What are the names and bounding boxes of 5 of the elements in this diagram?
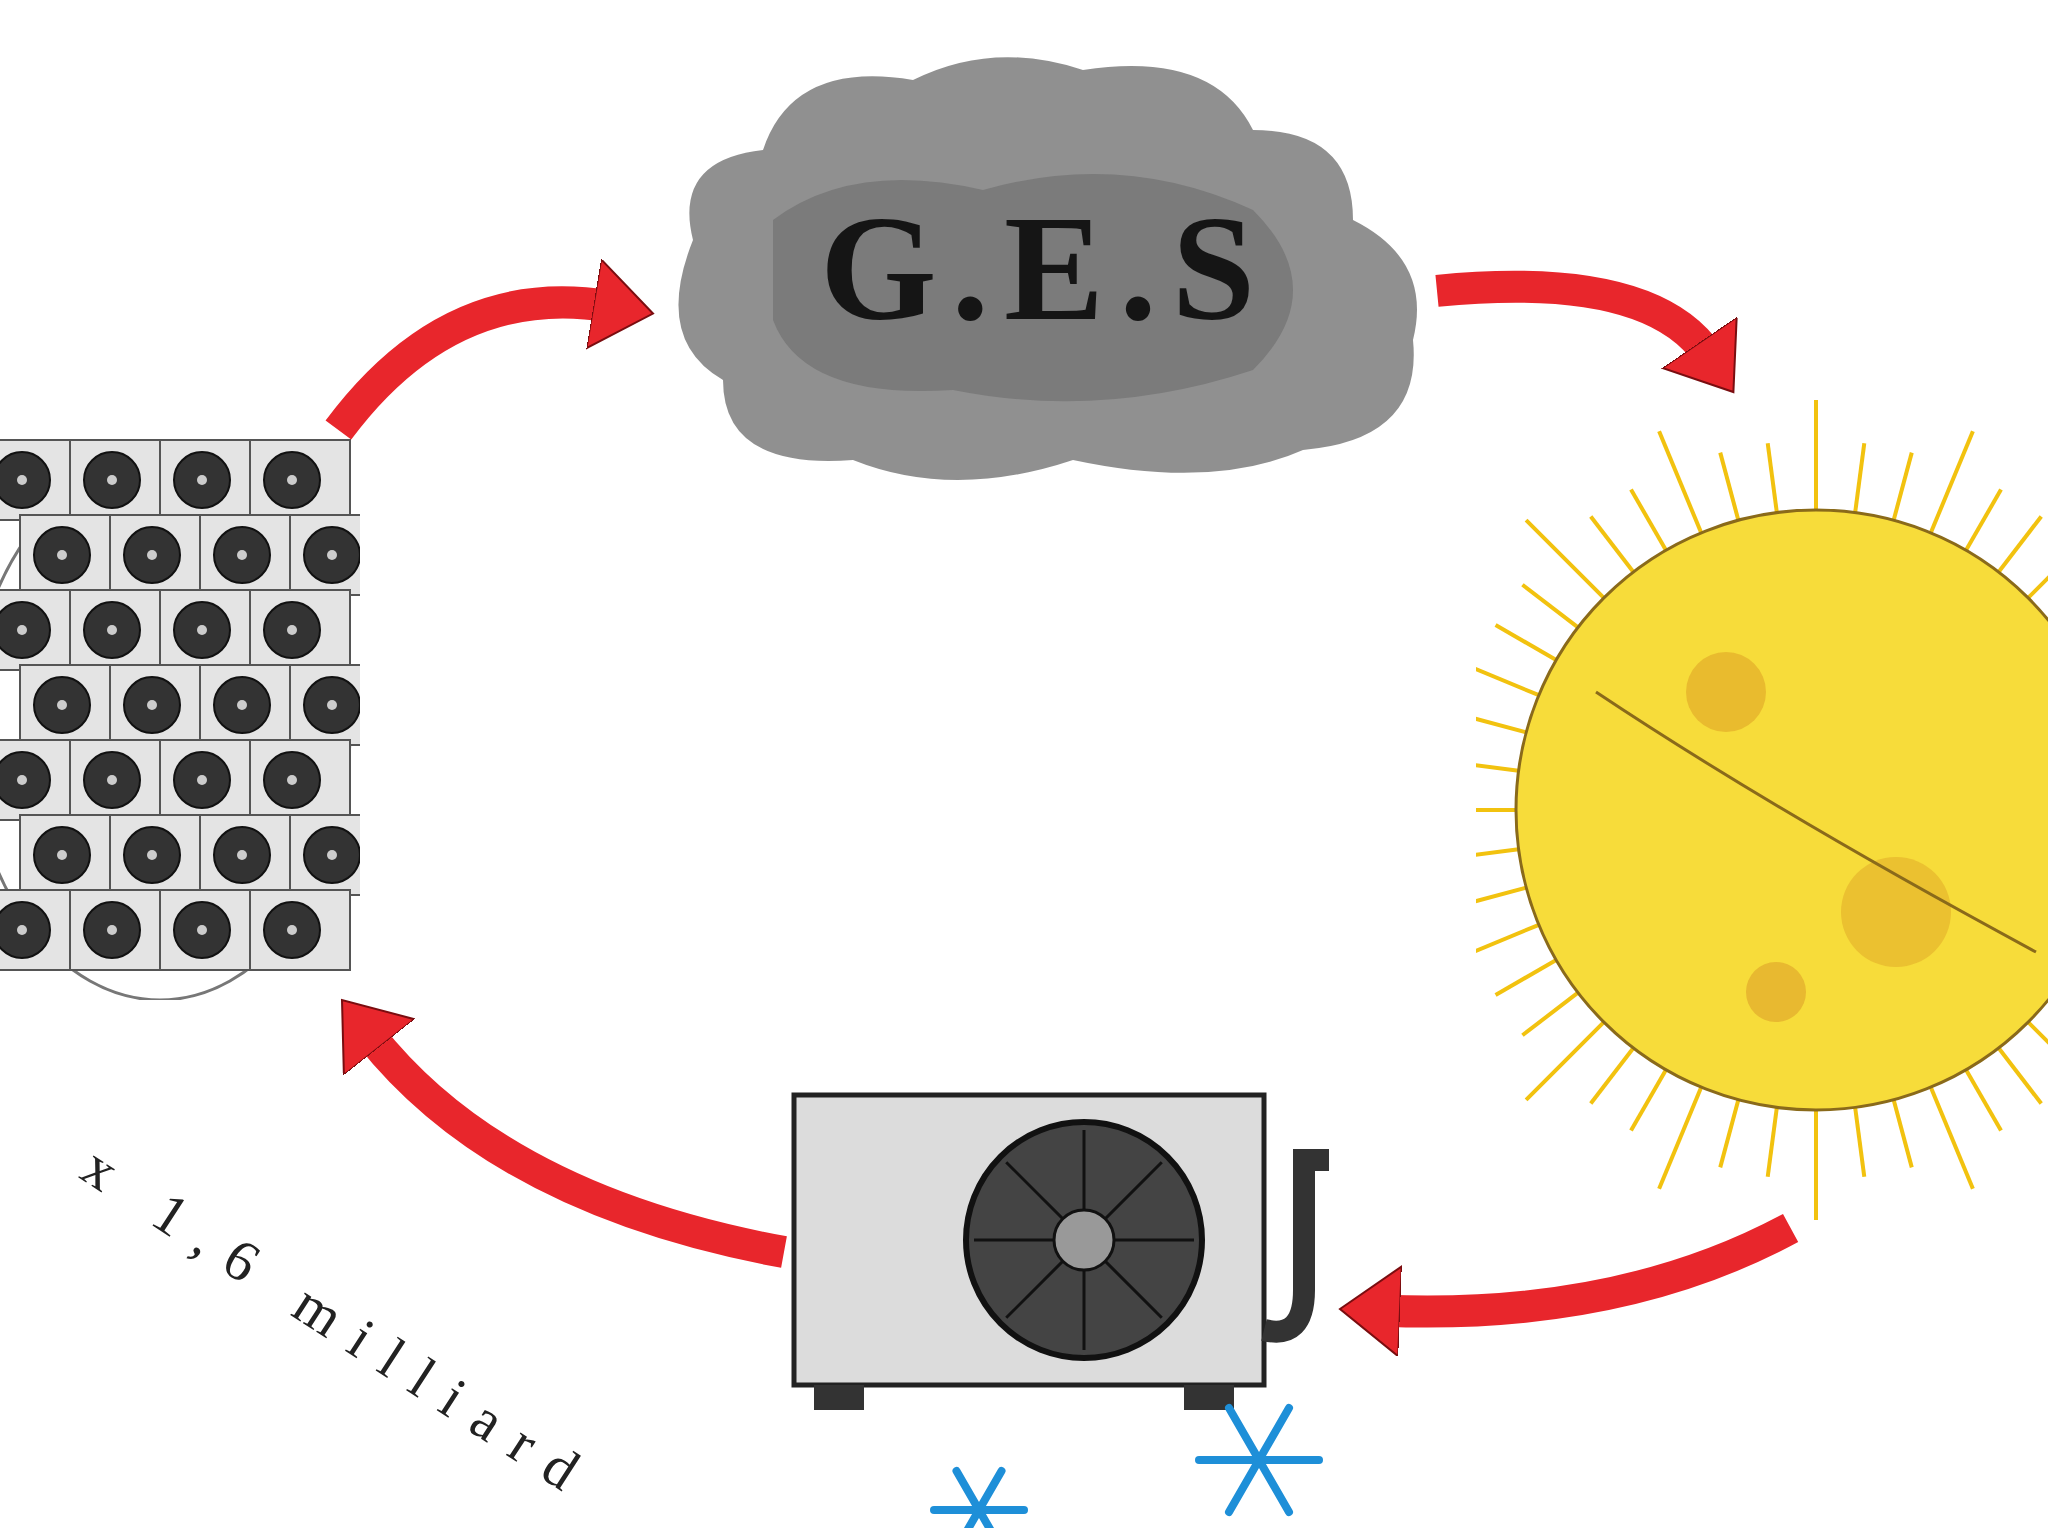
curved-arrow <box>339 1000 788 1268</box>
curved-arrow <box>1435 270 1738 391</box>
curved-arrow <box>325 258 655 440</box>
curved-arrow <box>1339 1213 1798 1358</box>
cloud-label: G.E.S <box>819 193 1271 343</box>
